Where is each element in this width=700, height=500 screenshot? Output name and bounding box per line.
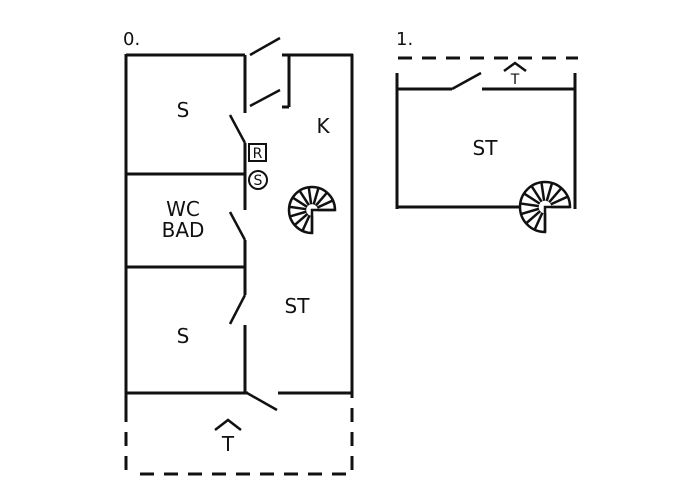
r-square-icon	[248, 143, 267, 162]
door-bedroom-top	[228, 114, 247, 144]
s-circle-icon	[248, 170, 268, 190]
stair-tread	[520, 207, 540, 216]
room-label-bad: BAD	[162, 218, 205, 242]
symbol-s-label: S	[254, 173, 263, 189]
floor-0-terrace: T	[124, 408, 354, 476]
spiral-staircase-icon	[287, 185, 337, 235]
stair-tread	[530, 185, 543, 203]
stair-tread	[301, 214, 311, 232]
floor-0-walls	[124, 53, 354, 408]
floor-1-label: 1.	[396, 29, 413, 50]
room-label-living: ST	[285, 294, 311, 318]
balcony-label-floor-1: T	[510, 72, 520, 88]
door-closet-top	[249, 36, 281, 57]
room-label-kitchen: K	[316, 114, 330, 138]
symbol-r-box: R	[248, 143, 267, 162]
terrace-label-floor-0: T	[221, 432, 235, 456]
room-label-bedroom-2: S	[177, 324, 190, 348]
stair-tread	[533, 212, 544, 231]
floor-0-doors	[228, 36, 281, 412]
floor-0-label: 0.	[123, 29, 140, 50]
stair-tread	[293, 212, 309, 227]
stair-tread	[525, 210, 542, 225]
stair-tread	[289, 210, 307, 218]
room-label-bedroom-1: S	[177, 98, 190, 122]
terrace-arrow-icon	[214, 418, 242, 431]
door-bedroom-bottom	[228, 294, 247, 325]
stair-tread	[548, 187, 563, 204]
floor-1-walls: T	[395, 56, 578, 209]
stair-tread	[523, 192, 541, 205]
door-balcony	[451, 71, 482, 91]
stair-tread	[314, 191, 329, 207]
stair-tread	[316, 199, 334, 209]
room-label-floor-1-living: ST	[473, 136, 499, 160]
spiral-staircase-icon	[518, 180, 572, 234]
stair-tread	[291, 196, 308, 208]
symbol-s-circle: S	[248, 170, 268, 190]
stair-tread	[312, 187, 320, 205]
door-bathroom	[228, 211, 247, 241]
symbol-r-label: R	[253, 146, 263, 162]
stair-tread	[520, 202, 539, 208]
stair-tread	[289, 205, 307, 211]
stair-tread	[307, 187, 313, 205]
door-closet-bottom	[249, 88, 281, 108]
room-label-wc: WC	[166, 197, 200, 221]
balcony-arrow-icon	[503, 61, 527, 73]
door-entrance	[246, 391, 278, 412]
stair-tread	[545, 182, 554, 202]
stair-tread	[550, 195, 569, 206]
stair-tread	[540, 182, 546, 201]
stair-tread	[298, 189, 310, 206]
